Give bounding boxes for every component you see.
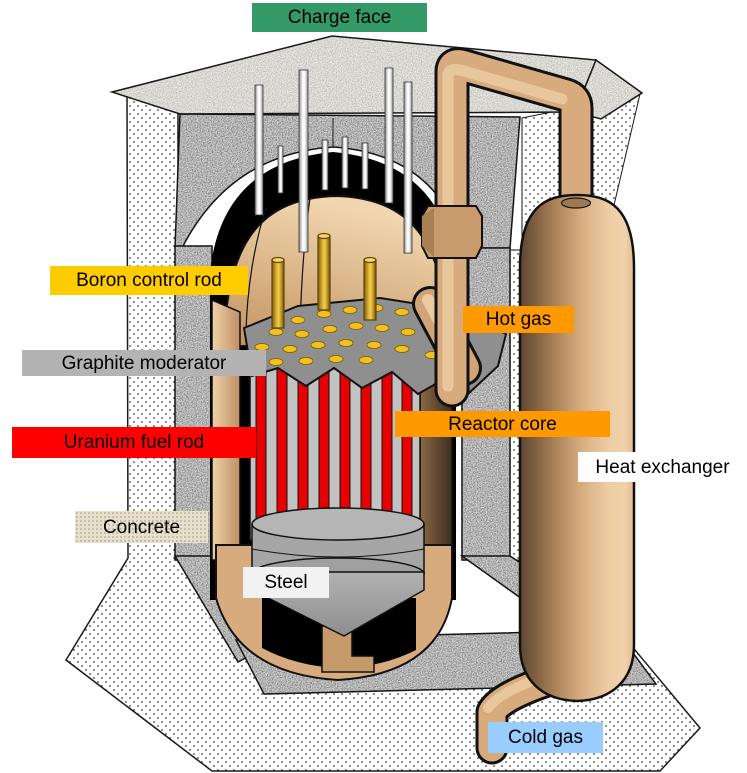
hot-gas-pipe — [421, 47, 594, 408]
heat-exchanger-vessel — [518, 193, 636, 703]
label-cold-gas: Cold gas — [488, 722, 603, 753]
label-hot-gas: Hot gas — [463, 306, 574, 333]
label-boron-control-rod: Boron control rod — [50, 266, 248, 295]
pipe-entry-opening — [560, 197, 592, 209]
label-uranium-fuel-rod: Uranium fuel rod — [12, 427, 256, 458]
label-reactor-core: Reactor core — [395, 411, 610, 437]
label-heat-exchanger: Heat exchanger — [578, 452, 747, 482]
reactor-core-assembly — [249, 327, 421, 541]
label-concrete: Concrete — [75, 511, 208, 543]
boron-control-rods — [271, 232, 377, 329]
label-charge-face: Charge face — [252, 3, 427, 32]
charge-face-control-rods — [254, 67, 413, 254]
label-graphite-moderator: Graphite moderator — [22, 350, 266, 376]
label-steel: Steel — [243, 567, 329, 598]
